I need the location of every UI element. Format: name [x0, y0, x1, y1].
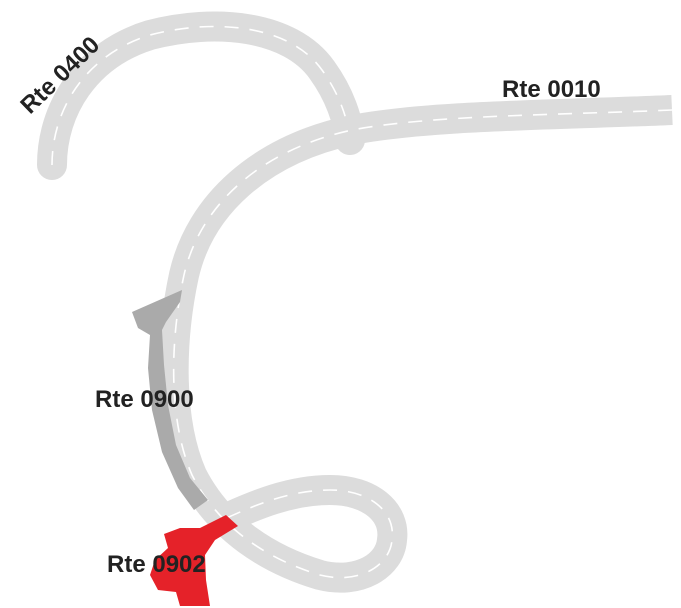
route-0010[interactable] [158, 95, 673, 593]
route-0010-label: Rte 0010 [502, 76, 601, 103]
route-0400-lane-marking [51, 25, 351, 166]
route-0902[interactable] [150, 515, 238, 606]
route-0900[interactable] [132, 290, 208, 510]
route-0902-label: Rte 0902 [107, 551, 206, 578]
route-0010-lane-marking [172, 109, 673, 579]
route-0900-label: Rte 0900 [95, 386, 194, 413]
route-0902-shape [150, 515, 238, 606]
route-0010-road [158, 95, 673, 593]
route-0400[interactable] [37, 11, 365, 180]
route-0900-shape [132, 290, 208, 510]
